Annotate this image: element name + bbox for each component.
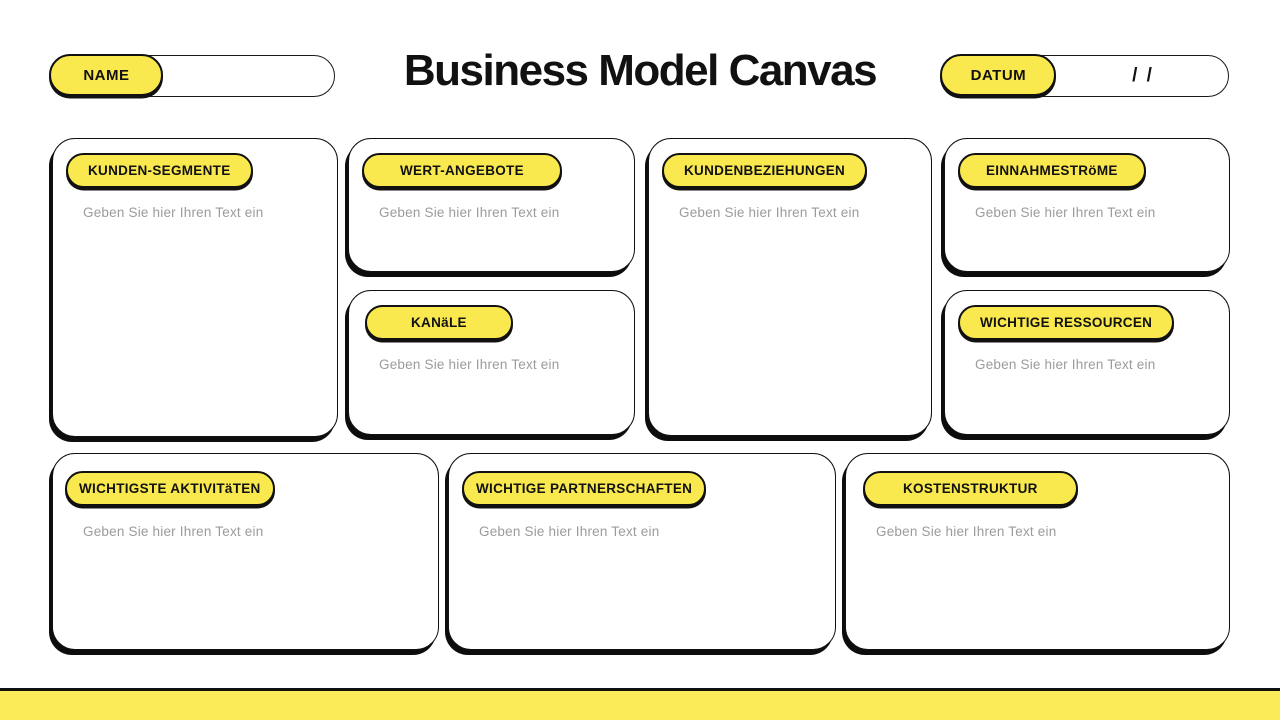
text-entry-placeholder[interactable]: Geben Sie hier Ihren Text ein bbox=[975, 357, 1156, 372]
text-entry-placeholder[interactable]: Geben Sie hier Ihren Text ein bbox=[379, 205, 560, 220]
text-entry-placeholder[interactable]: Geben Sie hier Ihren Text ein bbox=[479, 524, 660, 539]
text-entry-placeholder[interactable]: Geben Sie hier Ihren Text ein bbox=[379, 357, 560, 372]
card-label-pill: KUNDENBEZIEHUNGEN bbox=[662, 153, 868, 188]
text-entry-placeholder[interactable]: Geben Sie hier Ihren Text ein bbox=[83, 524, 264, 539]
footer-accent-bar bbox=[0, 688, 1280, 720]
card-wichtige-ressourcen: WICHTIGE RESSOURCEN Geben Sie hier Ihren… bbox=[944, 290, 1230, 435]
card-wichtige-partnerschaften: WICHTIGE PARTNERSCHAFTEN Geben Sie hier … bbox=[448, 453, 836, 650]
card-wert-angebote: WERT-ANGEBOTE Geben Sie hier Ihren Text … bbox=[348, 138, 635, 272]
card-kanaele: KANäLE Geben Sie hier Ihren Text ein bbox=[348, 290, 635, 435]
datum-input[interactable]: / / bbox=[1132, 65, 1154, 86]
text-entry-placeholder[interactable]: Geben Sie hier Ihren Text ein bbox=[679, 205, 860, 220]
card-label-pill: KANäLE bbox=[365, 305, 513, 340]
datum-field-label: DATUM bbox=[940, 54, 1057, 97]
card-label-pill: WICHTIGE RESSOURCEN bbox=[958, 305, 1175, 340]
card-label-pill: WERT-ANGEBOTE bbox=[362, 153, 562, 188]
card-label-pill: WICHTIGSTE AKTIVITäTEN bbox=[65, 471, 275, 506]
card-label-pill: WICHTIGE PARTNERSCHAFTEN bbox=[462, 471, 707, 506]
card-label-pill: KOSTENSTRUKTUR bbox=[863, 471, 1078, 506]
name-field-label: NAME bbox=[49, 54, 164, 97]
card-label-pill: EINNAHMESTRöME bbox=[958, 153, 1146, 188]
card-kostenstruktur: KOSTENSTRUKTUR Geben Sie hier Ihren Text… bbox=[845, 453, 1230, 650]
text-entry-placeholder[interactable]: Geben Sie hier Ihren Text ein bbox=[876, 524, 1057, 539]
card-label-pill: KUNDEN-SEGMENTE bbox=[66, 153, 253, 188]
name-field[interactable]: NAME bbox=[49, 54, 335, 97]
page-title: Business Model Canvas bbox=[403, 46, 878, 95]
text-entry-placeholder[interactable]: Geben Sie hier Ihren Text ein bbox=[975, 205, 1156, 220]
card-einnahmestroeme: EINNAHMESTRöME Geben Sie hier Ihren Text… bbox=[944, 138, 1230, 272]
card-kundenbeziehungen: KUNDENBEZIEHUNGEN Geben Sie hier Ihren T… bbox=[648, 138, 932, 436]
text-entry-placeholder[interactable]: Geben Sie hier Ihren Text ein bbox=[83, 205, 264, 220]
datum-field[interactable]: DATUM / / bbox=[940, 54, 1229, 97]
card-wichtigste-aktivitaeten: WICHTIGSTE AKTIVITäTEN Geben Sie hier Ih… bbox=[52, 453, 439, 650]
card-kunden-segmente: KUNDEN-SEGMENTE Geben Sie hier Ihren Tex… bbox=[52, 138, 338, 437]
